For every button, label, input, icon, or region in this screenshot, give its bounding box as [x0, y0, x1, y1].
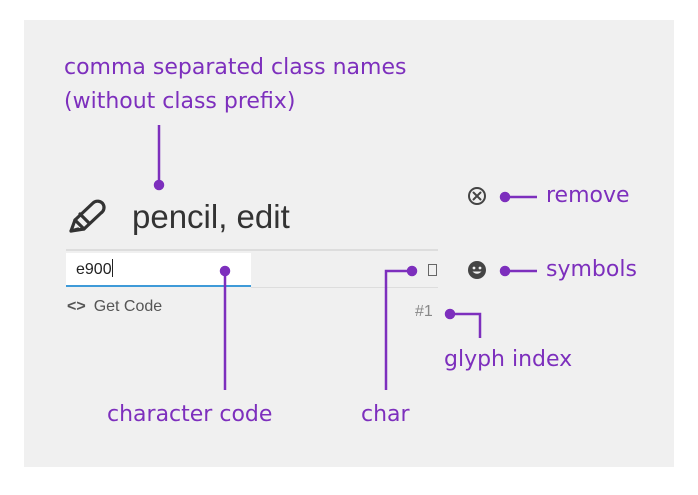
class-names-annotation-line2: (without class prefix)	[64, 89, 296, 114]
text-caret	[111, 259, 113, 277]
smiley-icon[interactable]	[467, 260, 487, 280]
glyph-class-names[interactable]: pencil, edit	[132, 198, 290, 235]
glyph-panel	[24, 20, 674, 467]
character-code-annotation: character code	[107, 402, 273, 427]
circle-x-icon[interactable]	[467, 186, 487, 206]
glyph-index-annotation: glyph index	[444, 347, 573, 372]
class-names-annotation-line1: comma separated class names	[64, 55, 407, 80]
get-code-link[interactable]: <> Get Code	[67, 298, 162, 316]
char-preview	[428, 264, 437, 276]
class-names-dot	[153, 179, 165, 191]
divider	[66, 249, 438, 251]
symbols-annotation: symbols	[546, 257, 637, 282]
glyph-index-dot	[444, 308, 456, 320]
pencil-icon	[69, 199, 106, 233]
symbols-dot	[499, 265, 511, 277]
remove-dot	[499, 191, 511, 203]
char-annotation: char	[361, 402, 410, 427]
char-dot	[406, 265, 418, 277]
character-code-value: e900	[76, 261, 112, 278]
glyph-index-value: #1	[415, 303, 433, 320]
get-code-label: Get Code	[93, 298, 163, 315]
code-brackets-icon: <>	[67, 298, 86, 315]
divider	[251, 287, 438, 288]
glyph-index-leader	[450, 312, 482, 338]
remove-annotation: remove	[546, 183, 630, 208]
character-code-dot	[219, 265, 231, 277]
char-leader	[384, 269, 412, 390]
